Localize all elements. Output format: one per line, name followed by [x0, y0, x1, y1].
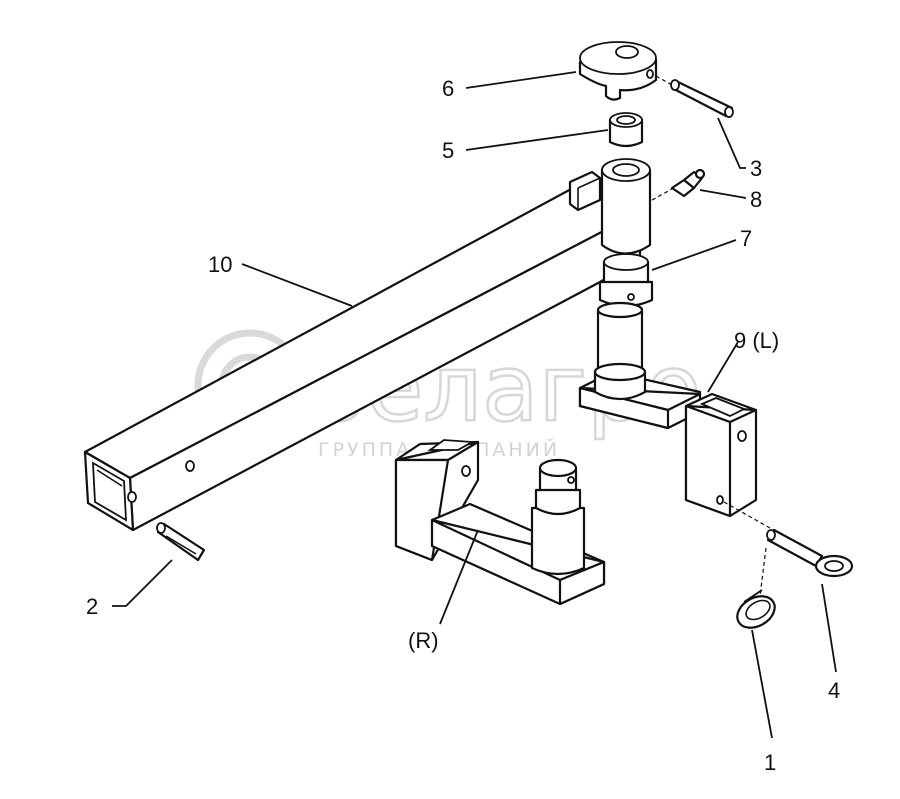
leader-1 — [751, 629, 773, 739]
leader-9 — [707, 341, 739, 393]
pivot-housing — [600, 158, 652, 255]
callout-1: 1 — [764, 750, 776, 775]
callout-10: 10 — [208, 252, 232, 277]
beam-part-10 — [83, 170, 642, 532]
linch-pin-part-4 — [766, 528, 854, 578]
bushing-part-5 — [608, 112, 644, 148]
leader-7 — [651, 239, 737, 271]
leader-5 — [465, 129, 609, 151]
callout-4: 4 — [828, 678, 840, 703]
callout-7: 7 — [740, 226, 752, 251]
callout-9-left: 9 (L) — [734, 328, 779, 353]
grease-nipple-part-8 — [651, 168, 706, 201]
callout-2: 2 — [86, 594, 98, 619]
leader-6 — [465, 71, 577, 89]
callouts: 6 5 3 8 7 10 9 (L) (R) 2 4 1 — [86, 76, 840, 775]
spring-clip-part-1 — [736, 547, 776, 629]
leader-3 — [717, 117, 746, 169]
leader-r — [439, 529, 479, 625]
leader-10 — [241, 263, 353, 307]
collar-part-6 — [578, 41, 658, 101]
base-part-right — [394, 439, 606, 606]
callout-6: 6 — [442, 76, 454, 101]
base-part-9-left — [578, 362, 771, 529]
leader-8 — [699, 189, 747, 199]
roll-pin-part-2 — [156, 522, 206, 562]
leader-2 — [112, 559, 173, 607]
pin-part-3 — [655, 75, 734, 118]
callout-right: (R) — [408, 628, 439, 653]
leader-lines — [112, 71, 837, 739]
leader-4 — [821, 583, 837, 673]
callout-5: 5 — [442, 138, 454, 163]
callout-3: 3 — [750, 156, 762, 181]
callout-8: 8 — [750, 187, 762, 212]
